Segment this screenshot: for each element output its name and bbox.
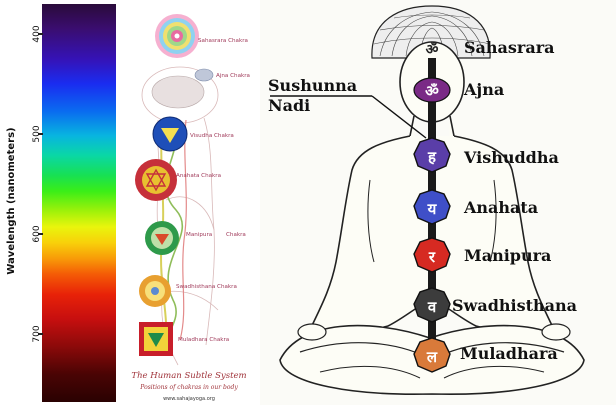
- svg-text:र: र: [428, 248, 436, 266]
- brain-drawing: [152, 76, 204, 108]
- anahata-chakra-icon: य: [414, 190, 450, 224]
- subtle-system-illustration: [118, 0, 260, 370]
- sahasrara-label: Sahasrara: [464, 38, 555, 57]
- swadhisthana-chakra-icon: [139, 275, 171, 307]
- anahata-chakra-label: Anahata Chakra: [176, 173, 221, 179]
- visudha-chakra-label: Visudha Chakra: [190, 133, 234, 139]
- svg-text:ल: ल: [426, 348, 438, 366]
- sahasrara-om-icon: ॐ: [426, 41, 439, 58]
- visudha-chakra-icon: [153, 117, 187, 151]
- nadi-label: Nadi: [268, 96, 310, 115]
- manipura-chakra-suffix: Chakra: [226, 232, 246, 238]
- muladhara-label: Muladhara: [460, 344, 558, 363]
- sahasrara-chakra-icon: [155, 14, 199, 58]
- ajna-chakra-label: Ajna Chakra: [216, 73, 250, 79]
- wavelength-tick-label: 700: [31, 322, 43, 346]
- ajna-label: Ajna: [464, 80, 504, 99]
- manipura-chakra-label: Manipura: [186, 232, 212, 238]
- muladhara-chakra-label: Muladhara Chakra: [178, 337, 229, 343]
- meditating-figure-panel: ॐ ॐ ह य र व ल Sushunna: [260, 0, 616, 405]
- svg-text:ह: ह: [427, 148, 437, 166]
- subtle-system-panel: Sahasrara Chakra Ajna Chakra Visudha Cha…: [118, 0, 260, 405]
- subtle-system-url: www.sahajayoga.org: [118, 396, 260, 402]
- subtle-system-title: The Human Subtle System: [118, 371, 260, 381]
- swadhisthana-label: Swadhisthana: [452, 296, 577, 315]
- swadhisthana-chakra-label: Swadhisthana Chakra: [176, 284, 237, 290]
- spectrum-gradient-bar: [42, 4, 116, 402]
- wavelength-tick-label: 600: [31, 222, 43, 246]
- spectrum-panel: Wavelength (nanometers) 400 500 600 700: [0, 0, 118, 405]
- manipura-label: Manipura: [464, 246, 551, 265]
- svg-text:य: य: [427, 200, 438, 218]
- vishuddha-chakra-icon: ह: [414, 138, 450, 172]
- subtle-system-subtitle: Positions of chakras in our body: [118, 384, 260, 391]
- svg-text:व: व: [427, 298, 437, 316]
- anahata-chakra-icon: [135, 159, 177, 201]
- svg-text:ॐ: ॐ: [425, 82, 439, 100]
- muladhara-chakra-icon: ल: [414, 338, 450, 372]
- manipura-chakra-icon: र: [414, 238, 450, 272]
- wavelength-tick-label: 500: [31, 122, 43, 146]
- muladhara-chakra-icon: [139, 322, 173, 356]
- manipura-chakra-icon: [145, 221, 179, 255]
- anahata-label: Anahata: [464, 198, 538, 217]
- wavelength-tick-label: 400: [31, 22, 43, 46]
- ajna-chakra-icon: [195, 69, 213, 81]
- sahasrara-chakra-label: Sahasrara Chakra: [198, 38, 248, 44]
- swadhisthana-chakra-icon: व: [414, 288, 450, 322]
- vishuddha-label: Vishuddha: [464, 148, 559, 167]
- wavelength-axis-label: Wavelength (nanometers): [5, 101, 19, 301]
- ajna-chakra-icon: ॐ: [414, 78, 450, 102]
- meditating-figure-illustration: ॐ ॐ ह य र व ल: [260, 0, 616, 405]
- sushunna-label: Sushunna: [268, 76, 357, 95]
